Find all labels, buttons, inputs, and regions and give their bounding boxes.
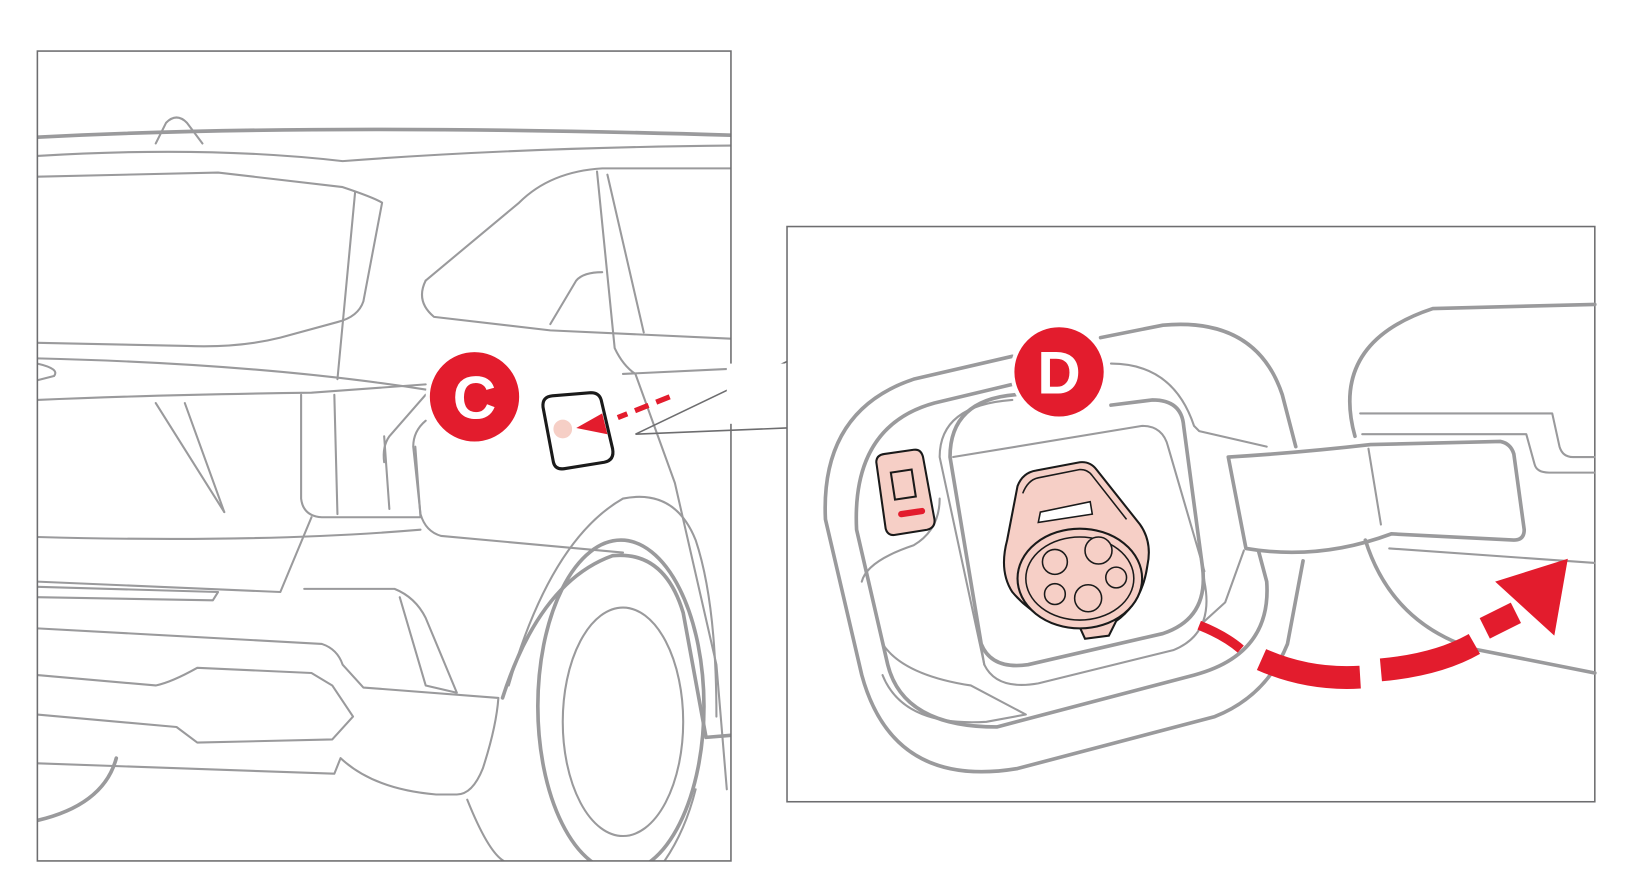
vehicle-rear-panel: C bbox=[36, 50, 732, 862]
right-frame bbox=[786, 225, 1596, 803]
charging-socket-icon bbox=[1002, 461, 1150, 640]
label-c-badge: C bbox=[425, 348, 524, 446]
open-door-outline bbox=[1347, 302, 1597, 439]
press-arrow-line bbox=[616, 394, 671, 420]
label-c: C bbox=[453, 364, 497, 432]
open-arrow-head-icon bbox=[1495, 558, 1568, 636]
open-door-arrow bbox=[1197, 558, 1568, 689]
press-arrow-head-icon bbox=[576, 413, 608, 435]
charge-door-icon bbox=[541, 391, 615, 471]
label-d-badge: D bbox=[1010, 323, 1108, 421]
housing-outline bbox=[1098, 322, 1298, 449]
left-frame bbox=[36, 50, 732, 862]
charge-port-release-button bbox=[875, 448, 936, 537]
press-point-icon bbox=[553, 419, 573, 439]
vehicle-illustration bbox=[37, 116, 731, 861]
label-d: D bbox=[1037, 339, 1081, 407]
charge-port-detail-panel: D bbox=[786, 225, 1597, 803]
door-hinge-arm bbox=[1226, 439, 1527, 555]
